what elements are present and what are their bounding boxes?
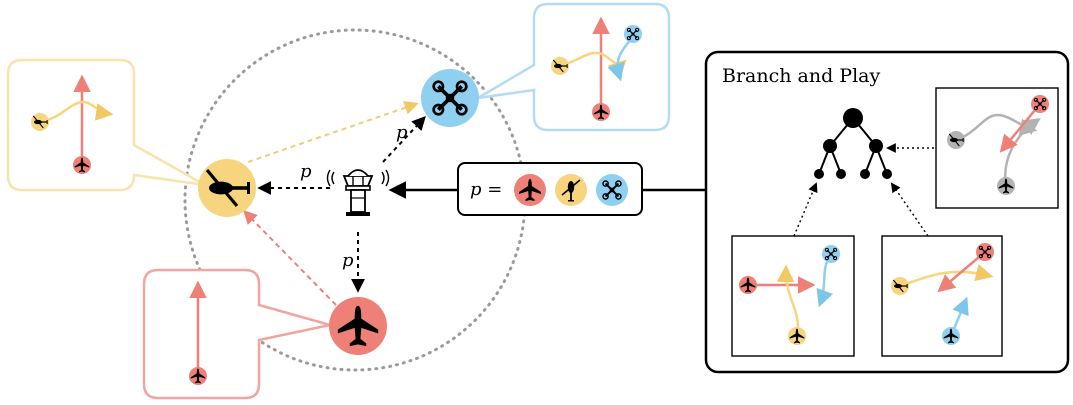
control-tower-icon — [326, 169, 390, 217]
airplane-agent — [329, 297, 387, 355]
airplane-to-helicopter-link — [243, 209, 337, 306]
policy-box: p = — [457, 162, 643, 216]
helicopter-to-quadrotor-link — [247, 101, 419, 163]
policy-label-lower: p — [342, 250, 354, 271]
helicopter-plan-callout — [6, 58, 206, 192]
airplane-plan-callout — [142, 268, 331, 400]
policy-label-left: p — [300, 161, 312, 182]
policy-equation-label: p = — [470, 179, 502, 200]
quadrotor-agent — [421, 69, 479, 127]
scenario-thumbnail-left — [731, 235, 855, 357]
policy-label-upper: p — [396, 122, 408, 143]
scenario-thumbnail-right — [881, 235, 1003, 357]
quadrotor-plan-callout — [477, 2, 671, 132]
helicopter-agent — [198, 159, 256, 217]
branch-and-play-panel: Branch and Play — [704, 50, 1070, 374]
scenario-thumbnail-explored — [935, 87, 1059, 209]
panel-title: Branch and Play — [722, 65, 880, 87]
search-tree — [814, 108, 892, 179]
tower-to-quadrotor-arrow — [382, 115, 426, 163]
